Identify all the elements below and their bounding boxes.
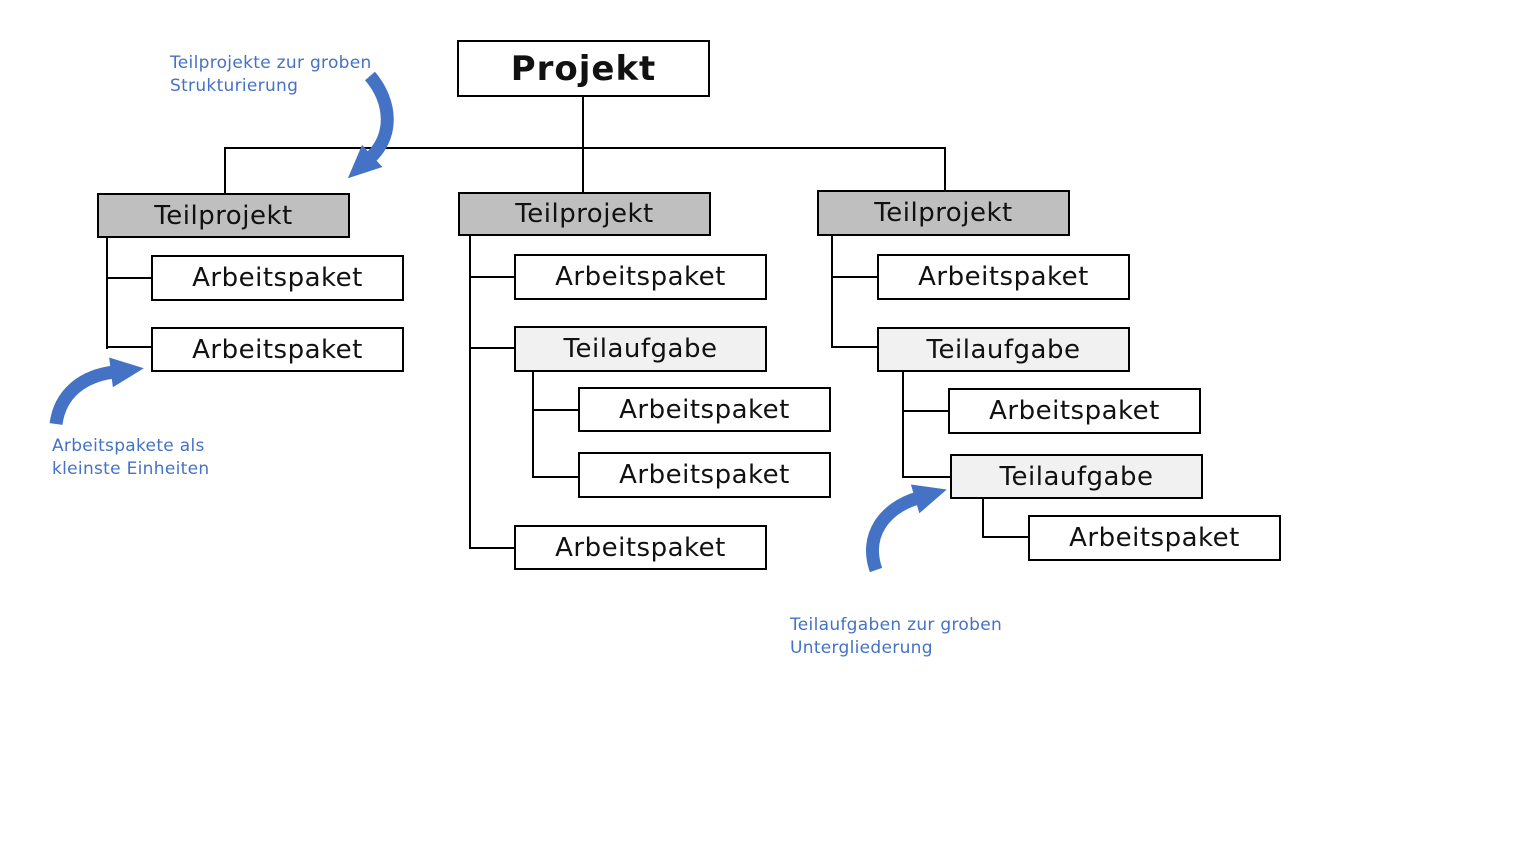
connector-line xyxy=(532,372,534,478)
connector-line xyxy=(944,147,946,191)
node-label: Teilaufgabe xyxy=(926,334,1081,365)
connector-line xyxy=(469,547,515,549)
node-arbeitspaket-3-2: Arbeitspaket xyxy=(948,388,1201,434)
connector-line xyxy=(831,276,878,278)
connector-line xyxy=(902,410,949,412)
connector-line xyxy=(582,147,584,193)
connector-line xyxy=(106,346,152,348)
node-arbeitspaket-2-2: Arbeitspaket xyxy=(578,387,831,432)
node-label: Arbeitspaket xyxy=(192,334,363,365)
node-label: Teilprojekt xyxy=(874,198,1013,228)
node-label: Teilaufgabe xyxy=(999,461,1154,492)
node-projekt: Projekt xyxy=(457,40,710,97)
connector-line xyxy=(224,147,946,149)
node-label: Arbeitspaket xyxy=(918,262,1089,292)
node-arbeitspaket-2-3: Arbeitspaket xyxy=(578,452,831,498)
node-teilprojekt-3: Teilprojekt xyxy=(817,190,1070,236)
connector-line xyxy=(831,346,878,348)
annotation-teilaufgaben: Teilaufgaben zur groben Untergliederung xyxy=(790,615,1003,658)
connector-line xyxy=(902,372,904,478)
node-teilprojekt-2: Teilprojekt xyxy=(458,192,711,236)
annotation-arbeitspakete: Arbeitspakete als kleinste Einheiten xyxy=(52,436,210,479)
node-label: Projekt xyxy=(510,48,657,89)
node-teilaufgabe-3-2: Teilaufgabe xyxy=(950,454,1203,499)
node-label: Teilprojekt xyxy=(515,199,654,229)
node-label: Arbeitspaket xyxy=(555,262,726,292)
connector-line xyxy=(831,236,833,348)
annotation-teilprojekte: Teilprojekte zur groben Strukturierung xyxy=(170,53,372,96)
node-label: Arbeitspaket xyxy=(555,532,726,563)
node-label: Arbeitspaket xyxy=(989,396,1160,426)
connector-line xyxy=(224,147,226,194)
connector-line xyxy=(106,238,108,349)
node-arbeitspaket-3-3: Arbeitspaket xyxy=(1028,515,1281,561)
connector-line xyxy=(106,277,152,279)
connector-line xyxy=(982,536,1029,538)
connector-line xyxy=(532,476,579,478)
node-arbeitspaket-1-1: Arbeitspaket xyxy=(151,255,404,301)
connector-line xyxy=(582,97,584,148)
connector-line xyxy=(982,499,984,538)
connector-line xyxy=(532,409,579,411)
node-arbeitspaket-1-2: Arbeitspaket xyxy=(151,327,404,372)
connector-line xyxy=(469,236,471,549)
node-label: Teilprojekt xyxy=(154,200,293,231)
curved-arrow-down-left-icon xyxy=(347,71,394,179)
node-label: Arbeitspaket xyxy=(1069,523,1240,553)
curved-arrow-up-right-icon xyxy=(866,484,947,573)
node-teilaufgabe-2: Teilaufgabe xyxy=(514,326,767,372)
node-label: Arbeitspaket xyxy=(192,263,363,293)
node-teilaufgabe-3-1: Teilaufgabe xyxy=(877,327,1130,372)
node-arbeitspaket-2-4: Arbeitspaket xyxy=(514,525,767,570)
node-label: Arbeitspaket xyxy=(619,460,790,490)
node-label: Arbeitspaket xyxy=(619,394,790,425)
connector-line xyxy=(469,276,515,278)
node-teilprojekt-1: Teilprojekt xyxy=(97,193,350,238)
node-arbeitspaket-3-1: Arbeitspaket xyxy=(877,254,1130,300)
connector-line xyxy=(902,476,951,478)
curved-arrow-up-right-icon xyxy=(49,357,144,426)
node-arbeitspaket-2-1: Arbeitspaket xyxy=(514,254,767,300)
node-label: Teilaufgabe xyxy=(563,334,718,364)
connector-line xyxy=(469,347,515,349)
